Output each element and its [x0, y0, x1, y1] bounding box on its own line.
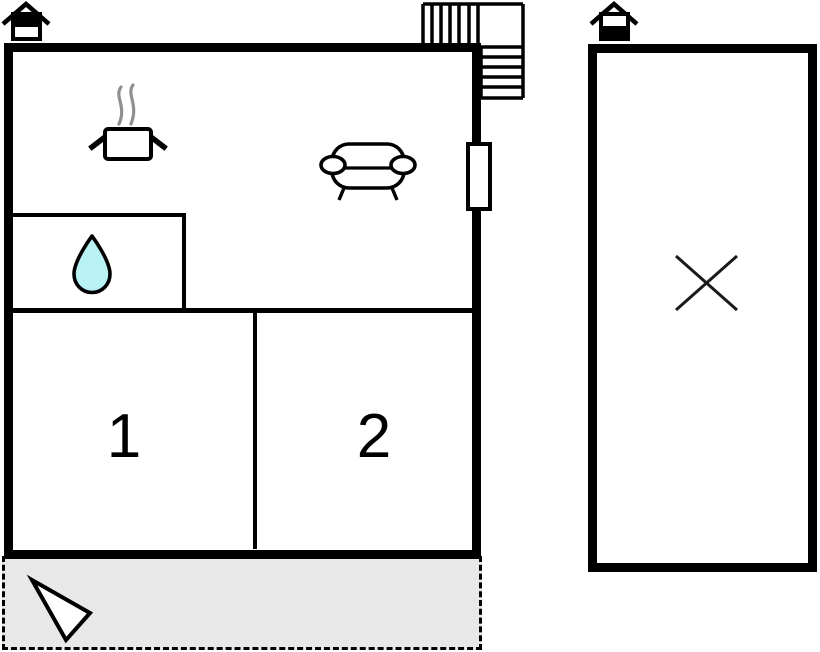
- room-1-label: 1: [106, 402, 142, 471]
- water-drop-icon: [72, 234, 112, 295]
- direction-arrow-icon: [26, 574, 94, 644]
- annex-building-outline: [588, 44, 817, 572]
- staircase: [421, 2, 525, 100]
- bathroom-top-wall: [13, 213, 186, 217]
- room-2-label: 2: [356, 402, 392, 471]
- ground-floor-house-icon: [589, 1, 639, 41]
- bedroom-divider-wall: [253, 312, 257, 549]
- sofa-icon: [319, 142, 417, 201]
- x-mark-icon: [675, 254, 738, 312]
- bathroom-right-wall: [182, 213, 186, 312]
- cooking-pot-icon: [88, 83, 168, 161]
- bedrooms-top-wall: [13, 308, 472, 313]
- main-building-outline: [4, 43, 481, 559]
- upper-floor-house-icon: [1, 1, 51, 41]
- window-door: [466, 142, 492, 211]
